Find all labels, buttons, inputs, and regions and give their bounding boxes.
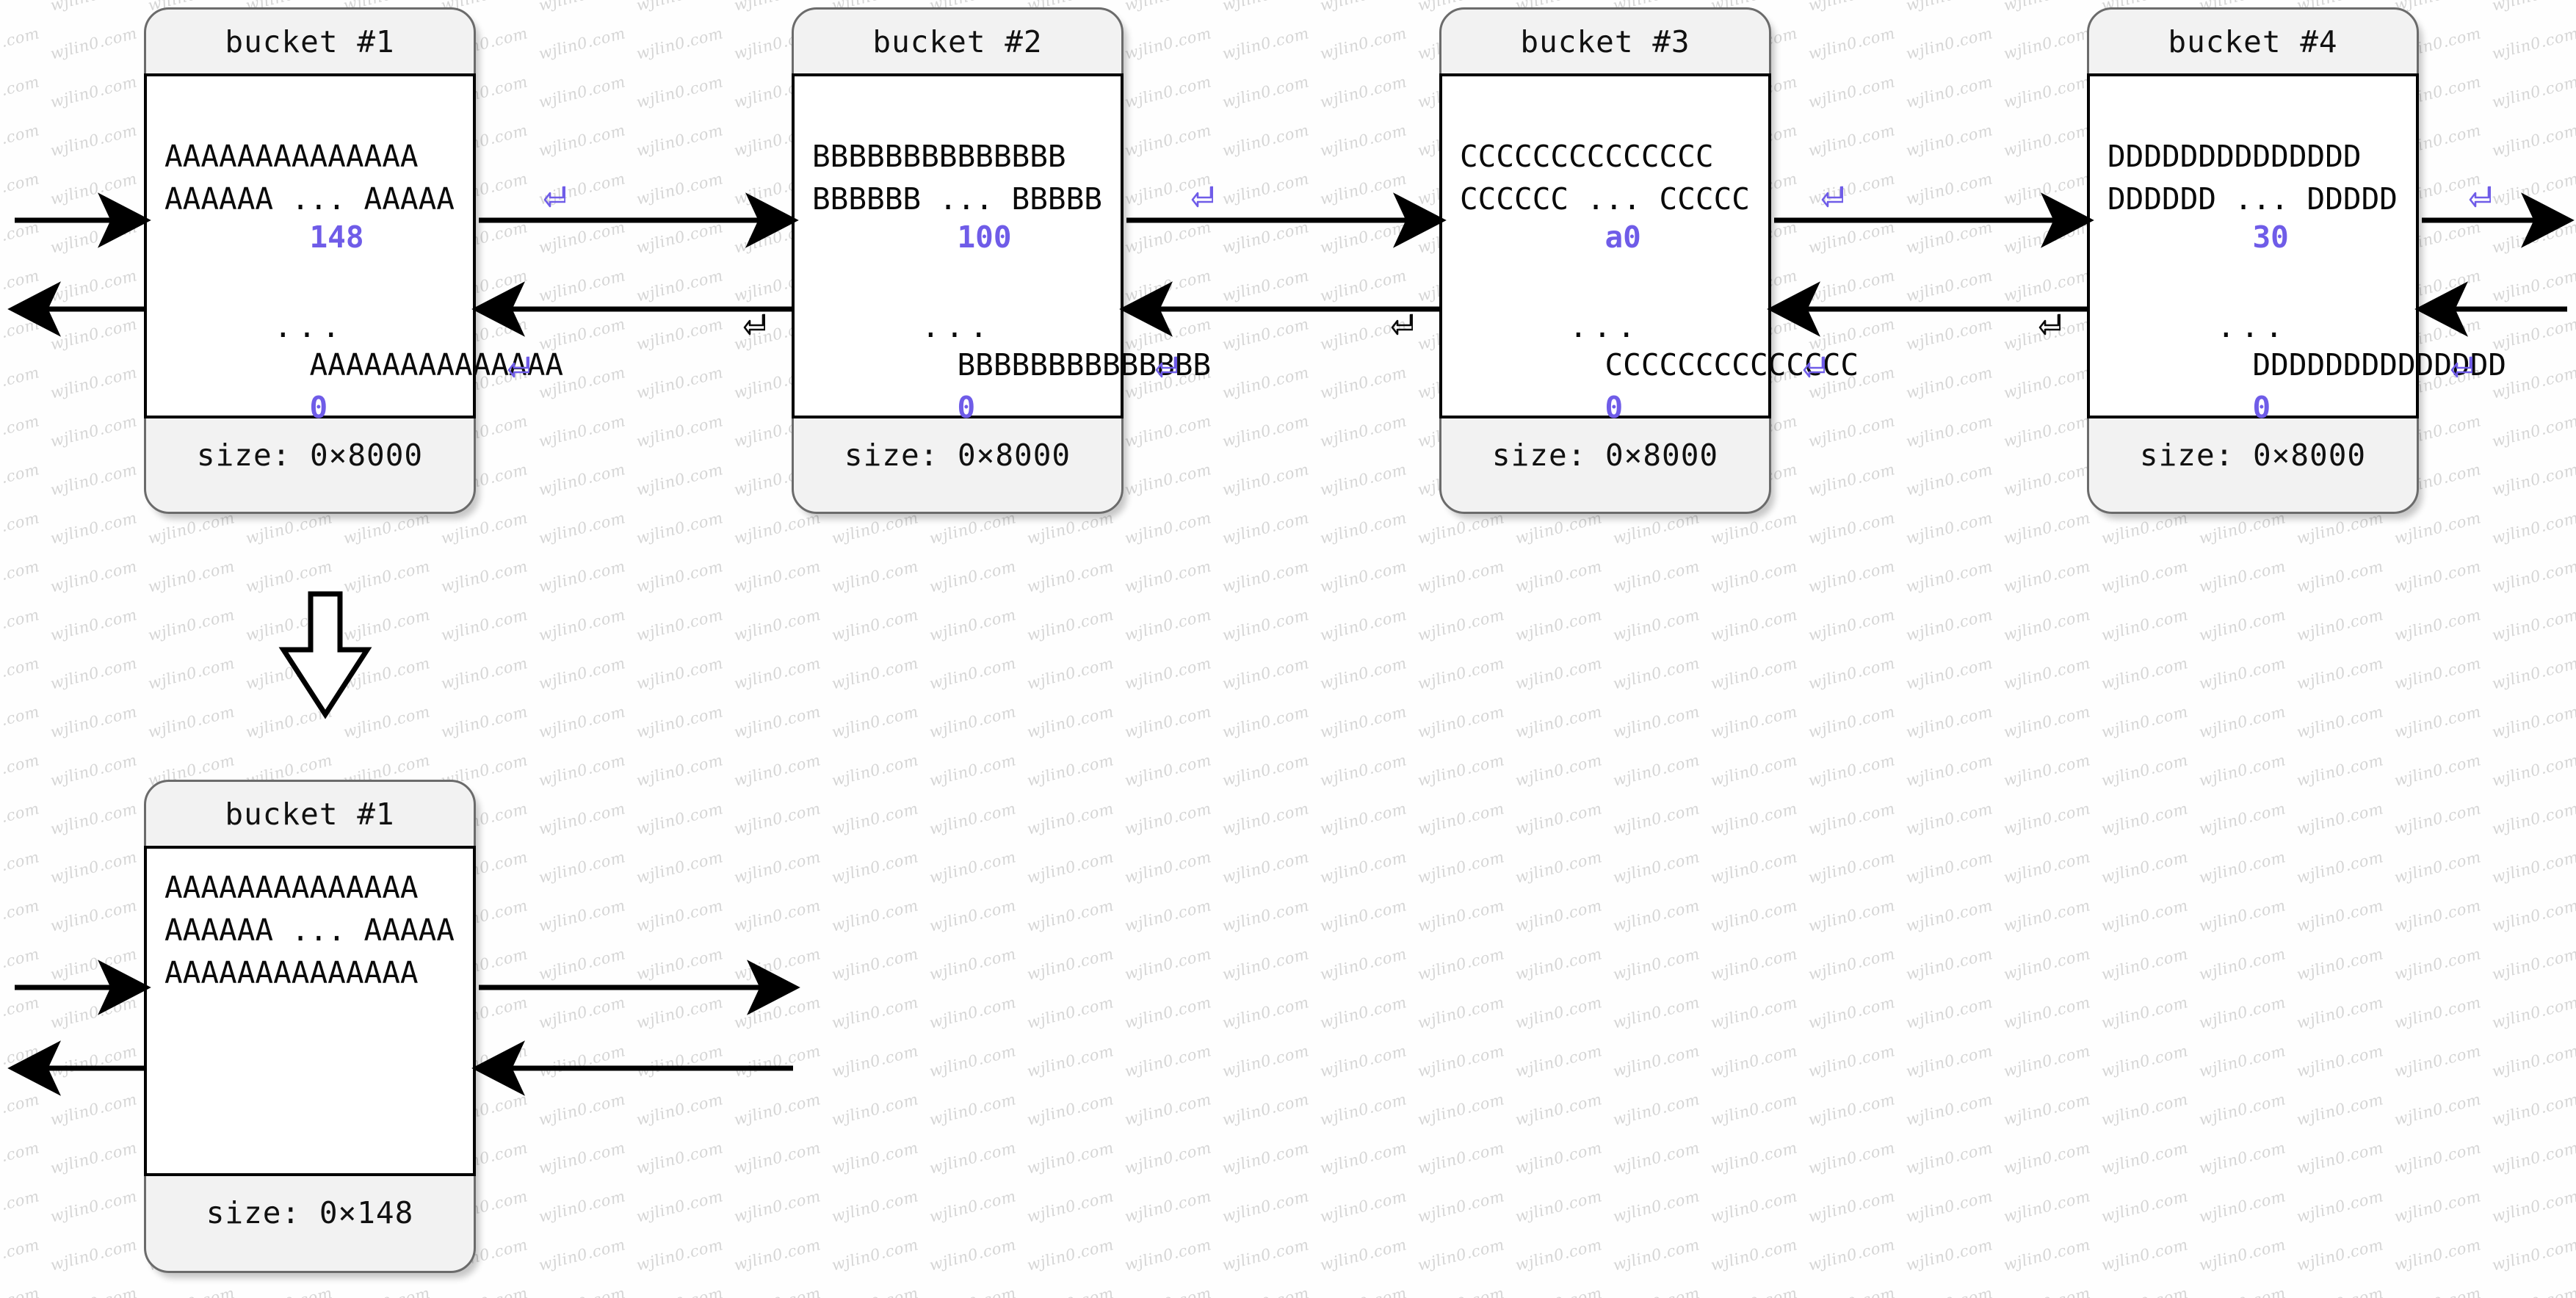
bucket-free-size-row: 100 [795, 93, 1215, 255]
bucket-data-line: CCCCCCCCCCCCCC [1442, 220, 2061, 382]
bucket-ellipsis: ... [921, 309, 994, 344]
bucket-free-size-row: 148 [147, 93, 567, 255]
bucket-card-2[interactable]: bucket #2 100 BBBBBBBBBBBBBB BBBBBB ... … [792, 7, 1414, 514]
bucket-data-line: AAAAAA ... AAAAA [164, 181, 455, 217]
bucket-title: bucket #3 [1520, 24, 1690, 59]
bucket-card-3[interactable]: bucket #3 a0 CCCCCCCCCCCCCC CCCCCC ... C… [1439, 7, 2061, 514]
bucket-card-4[interactable]: bucket #4 30 DDDDDDDDDDDDDD DDDDDD ... D… [2087, 7, 2506, 514]
bucket-next-ptr-row: 0 [147, 263, 530, 425]
bucket-next-ptr-value: 0 [957, 390, 976, 425]
bucket-next-ptr-row: 0 [1442, 263, 1826, 425]
bucket-size-label: size: 0×8000 [196, 438, 424, 473]
bucket-title: bucket #4 [2168, 24, 2338, 59]
return-icon [1010, 135, 1215, 263]
bucket-next-ptr-value: 0 [2252, 390, 2271, 425]
bucket-data-line: BBBBBBBBBBBBBB [812, 139, 1066, 174]
bucket-free-size-value: 148 [309, 220, 364, 255]
bucket-size-label: size: 0×8000 [1491, 438, 1719, 473]
return-icon [1640, 135, 1844, 263]
return-icon [2269, 305, 2473, 433]
bucket-body: 30 DDDDDDDDDDDDDD DDDDDD ... DDDDD DDDDD… [2087, 73, 2506, 425]
bucket-data-line: AAAAAAAAAAAAAA [164, 139, 419, 174]
bucket-data-line: DDDDDDDDDDDDDD [2108, 139, 2362, 174]
bucket-data-line: AAAAAAAAAAAAAA [164, 870, 419, 905]
transform-down-arrow-icon [278, 591, 373, 719]
bucket-title: bucket #1 [225, 797, 395, 832]
bucket-body: a0 CCCCCCCCCCCCCC CCCCCC ... CCCCC CCCCC… [1439, 73, 2061, 425]
bucket-free-size-value: 100 [957, 220, 1012, 255]
bucket-free-size-value: a0 [1604, 220, 1641, 255]
bucket-free-size-row: 30 [2090, 93, 2492, 255]
bucket-data-text: BBBBBBBBBBBBBB [957, 347, 1212, 382]
bucket-size-label: size: 0×8000 [844, 438, 1071, 473]
bucket-size-label: size: 0×148 [206, 1195, 414, 1230]
bucket-free-size-row: a0 [1442, 93, 1844, 255]
bucket-card-1[interactable]: bucket #1 148 AAAAAAAAAAAAAA AAAAAA ... … [144, 7, 766, 514]
bucket-data-line: CCCCCCCCCCCCCC [1460, 139, 1714, 174]
bucket-size-label: size: 0×8000 [2139, 438, 2367, 473]
bucket-data-line: DDDDDD ... DDDDD [2108, 181, 2398, 217]
bucket-body: 148 AAAAAAAAAAAAAA AAAAAA ... AAAAA AAAA… [144, 73, 766, 425]
bucket-data-text: CCCCCCCCCCCCCC [1604, 347, 1859, 382]
return-icon [1209, 263, 1414, 391]
bucket-body: 100 BBBBBBBBBBBBBB BBBBBB ... BBBBB BBBB… [792, 73, 1414, 425]
bucket-next-ptr-row: 0 [2090, 263, 2473, 425]
bucket-free-size-value: 30 [2252, 220, 2289, 255]
return-icon [562, 263, 766, 391]
return-icon [326, 305, 530, 433]
bucket-next-ptr-row: 0 [795, 263, 1178, 425]
return-icon [2505, 263, 2576, 391]
bucket-body: AAAAAAAAAAAAAA AAAAAA ... AAAAA AAAAAAAA… [144, 846, 476, 1176]
bucket-data-line: AAAAAAAAAAAAAA [164, 955, 419, 990]
bucket-ellipsis: ... [273, 309, 347, 344]
return-icon [2287, 135, 2492, 263]
return-icon [974, 305, 1178, 433]
bucket-data-text: AAAAAAAAAAAAAA [309, 347, 564, 382]
bucket-data-line: DDDDDDDDDDDDDD [2090, 220, 2506, 382]
bucket-next-ptr-value: 0 [309, 390, 328, 425]
bucket-title: bucket #2 [872, 24, 1043, 59]
bucket-title: bucket #1 [225, 24, 395, 59]
bucket-next-ptr-value: 0 [1604, 390, 1624, 425]
bucket-data-text: DDDDDDDDDDDDDD [2252, 347, 2507, 382]
return-icon [1621, 305, 1826, 433]
bucket-data-line: CCCCCC ... CCCCC [1460, 181, 1750, 217]
bucket-data-line: BBBBBBBBBBBBBB [795, 220, 1414, 382]
bucket-data-line: AAAAAAAAAAAAAA [147, 220, 766, 382]
bucket-data-line: AAAAAA ... AAAAA [164, 913, 455, 948]
bucket-ellipsis: ... [1569, 309, 1642, 344]
bucket-card-result-1[interactable]: bucket #1 AAAAAAAAAAAAAA AAAAAA ... AAAA… [144, 780, 476, 1273]
bucket-data-line: BBBBBB ... BBBBB [812, 181, 1102, 217]
bucket-ellipsis: ... [2216, 309, 2290, 344]
return-icon [1857, 263, 2061, 391]
return-icon [363, 135, 567, 263]
